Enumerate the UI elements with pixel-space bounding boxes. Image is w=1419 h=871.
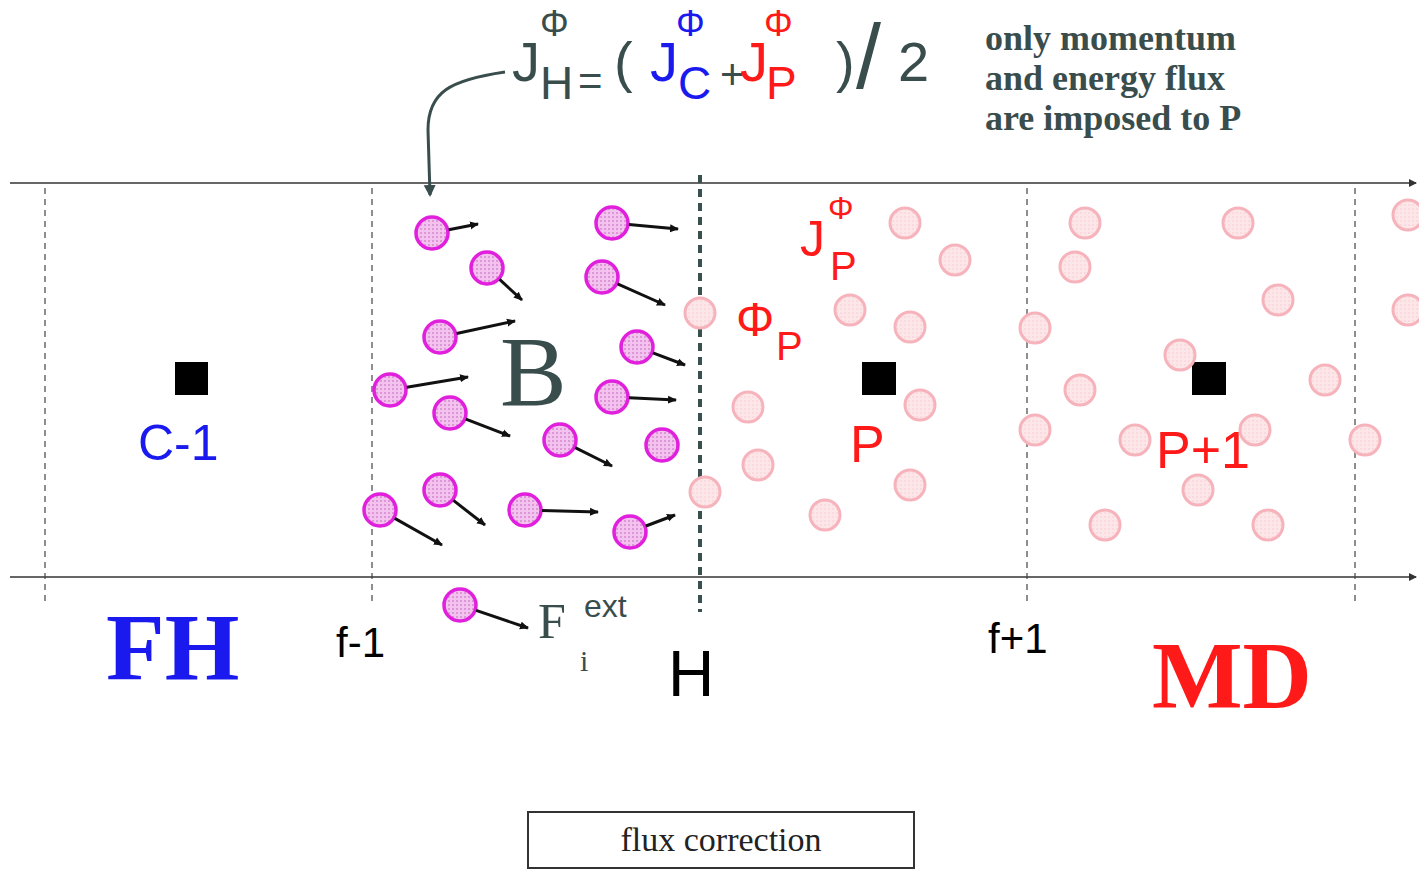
md-particle	[810, 500, 840, 530]
md-particle	[685, 298, 715, 328]
buffer-particle	[416, 217, 448, 249]
velocity-arrow	[575, 448, 612, 466]
md-particle	[890, 208, 920, 238]
region-label: B	[500, 322, 567, 422]
md-particle	[940, 245, 970, 275]
velocity-arrow	[646, 515, 675, 526]
velocity-arrow	[618, 284, 665, 305]
md-particle	[1393, 200, 1419, 230]
bracket: (	[614, 34, 633, 90]
face-label: f-1	[336, 622, 385, 664]
hybrid-interface	[698, 175, 702, 612]
buffer-particle	[586, 261, 618, 293]
md-particle	[835, 295, 865, 325]
md-particle	[1223, 208, 1253, 238]
equals-sign: =	[578, 60, 603, 102]
subscript: H	[540, 60, 573, 106]
velocity-arrow	[453, 500, 485, 525]
face-label: f+1	[988, 618, 1048, 660]
buffer-particle	[444, 589, 476, 621]
md-particle	[1165, 340, 1195, 370]
buffer-particle	[424, 321, 456, 353]
velocity-arrow	[542, 510, 598, 512]
buffer-particle	[646, 429, 678, 461]
quantity-symbol: Φ	[736, 296, 774, 344]
md-particle	[1393, 295, 1419, 325]
md-particle	[1183, 475, 1213, 505]
flux-symbol: J	[650, 34, 678, 90]
velocity-arrow	[653, 353, 685, 365]
md-particle	[895, 470, 925, 500]
cell-label: P	[850, 418, 885, 470]
subscript: i	[580, 646, 588, 676]
superscript: Φ	[540, 6, 569, 42]
subscript: P	[830, 246, 857, 286]
buffer-particle	[374, 374, 406, 406]
md-particle	[1263, 285, 1293, 315]
channel-walls	[10, 183, 1416, 577]
flux-symbol: J	[740, 34, 768, 90]
buffer-particle	[614, 516, 646, 548]
leader-arrow	[428, 72, 505, 195]
md-particle	[905, 390, 935, 420]
md-particles	[685, 200, 1419, 540]
md-particle	[1065, 375, 1095, 405]
md-particle	[1120, 425, 1150, 455]
flux-symbol: J	[512, 34, 540, 90]
md-particle	[690, 477, 720, 507]
superscript: Φ	[764, 6, 793, 42]
domain-label: FH	[106, 600, 239, 696]
superscript: Φ	[676, 6, 705, 42]
interface-label: H	[668, 642, 714, 706]
superscript: ext	[584, 590, 627, 622]
buffer-particle	[424, 474, 456, 506]
buffer-particle	[471, 252, 503, 284]
flux-symbol: J	[800, 214, 825, 264]
subscript: P	[776, 326, 803, 366]
md-particle	[895, 312, 925, 342]
buffer-particle	[544, 424, 576, 456]
buffer-particle	[596, 381, 628, 413]
velocity-arrow	[449, 224, 478, 230]
caption-box: flux correction	[527, 811, 915, 869]
md-particle	[1060, 252, 1090, 282]
buffer-particles	[364, 207, 685, 628]
division-slash: /	[856, 12, 881, 102]
velocity-arrow	[395, 518, 442, 545]
velocity-arrow	[629, 225, 678, 229]
cell-label: P+1	[1156, 424, 1250, 476]
md-particle	[1020, 415, 1050, 445]
domain-label: MD	[1152, 628, 1312, 724]
md-particle	[1090, 510, 1120, 540]
subscript: P	[766, 60, 797, 106]
md-particle	[1253, 510, 1283, 540]
note-text: only momentum and energy flux are impose…	[985, 18, 1265, 138]
force-symbol: F	[538, 596, 566, 646]
md-particle	[1020, 313, 1050, 343]
md-particle	[1350, 425, 1380, 455]
buffer-particle	[509, 494, 541, 526]
buffer-particle	[434, 397, 466, 429]
velocity-arrow	[629, 398, 676, 400]
caption-text: flux correction	[620, 821, 821, 859]
md-particle	[1070, 208, 1100, 238]
bracket: )	[836, 34, 855, 90]
velocity-arrow	[476, 610, 528, 628]
md-particle	[743, 450, 773, 480]
divisor: 2	[898, 34, 929, 90]
subscript: C	[678, 60, 711, 106]
velocity-arrow	[500, 279, 522, 300]
cell-label: C-1	[138, 418, 219, 468]
buffer-particle	[596, 207, 628, 239]
superscript: Φ	[828, 192, 854, 224]
buffer-particle	[621, 331, 653, 363]
md-particle	[733, 392, 763, 422]
md-particle	[1310, 365, 1340, 395]
buffer-particle	[364, 494, 396, 526]
velocity-arrow	[407, 377, 468, 387]
